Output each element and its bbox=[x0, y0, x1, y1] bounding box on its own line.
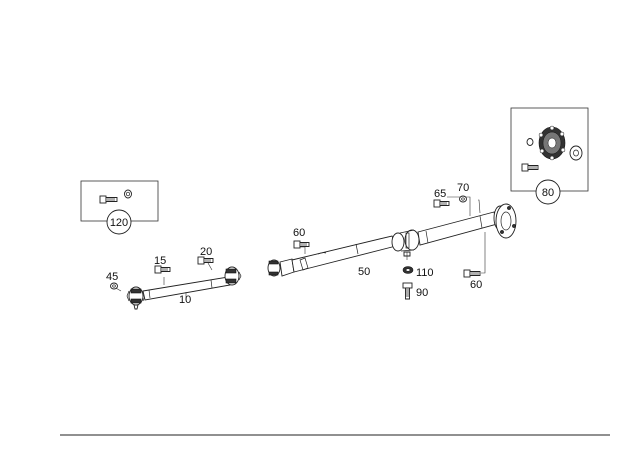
callout-20[interactable]: 20 bbox=[200, 246, 212, 258]
callout-45[interactable]: 45 bbox=[106, 271, 118, 283]
bolt-90-icon bbox=[402, 282, 413, 300]
bolt-60-lower-icon bbox=[463, 269, 481, 278]
callout-110[interactable]: 110 bbox=[416, 267, 434, 279]
bolt-20-icon bbox=[197, 256, 214, 265]
bolt-icon bbox=[99, 195, 118, 204]
callout-120[interactable]: 120 bbox=[110, 217, 128, 229]
left-universal-joint-icon bbox=[126, 286, 146, 310]
flex-disc-icon bbox=[538, 125, 566, 161]
bolt-60-upper-icon bbox=[293, 240, 310, 249]
callout-circle bbox=[535, 179, 561, 205]
right-universal-joint-icon bbox=[224, 266, 242, 286]
nut-icon bbox=[526, 138, 534, 146]
callout-50[interactable]: 50 bbox=[358, 266, 370, 278]
callout-90[interactable]: 90 bbox=[416, 287, 428, 299]
callout-circle bbox=[106, 209, 132, 235]
rear-flange-icon bbox=[493, 203, 517, 239]
callout-70[interactable]: 70 bbox=[457, 182, 469, 194]
nut-icon bbox=[124, 189, 132, 199]
bolt-65-icon bbox=[433, 199, 450, 208]
left-shaft-joint-icon bbox=[267, 258, 295, 277]
detail-box-120: 120 bbox=[80, 180, 159, 235]
callout-80[interactable]: 80 bbox=[542, 187, 554, 199]
callout-60-upper[interactable]: 60 bbox=[293, 227, 305, 239]
bolt-15-icon bbox=[154, 265, 171, 274]
detail-box-80: 80 bbox=[510, 107, 589, 205]
callout-15[interactable]: 15 bbox=[154, 255, 166, 267]
washer-70-icon bbox=[459, 195, 467, 203]
callout-10[interactable]: 10 bbox=[179, 294, 191, 306]
washer-icon bbox=[569, 145, 583, 161]
callout-65[interactable]: 65 bbox=[434, 188, 446, 200]
callout-60-lower[interactable]: 60 bbox=[470, 279, 482, 291]
rear-drive-shaft bbox=[267, 196, 517, 277]
washer-110-icon bbox=[402, 266, 414, 274]
washer-45-icon bbox=[110, 282, 118, 290]
center-bearing-icon bbox=[391, 229, 420, 257]
bolt-icon bbox=[521, 163, 539, 172]
front-drive-shaft bbox=[113, 262, 242, 310]
